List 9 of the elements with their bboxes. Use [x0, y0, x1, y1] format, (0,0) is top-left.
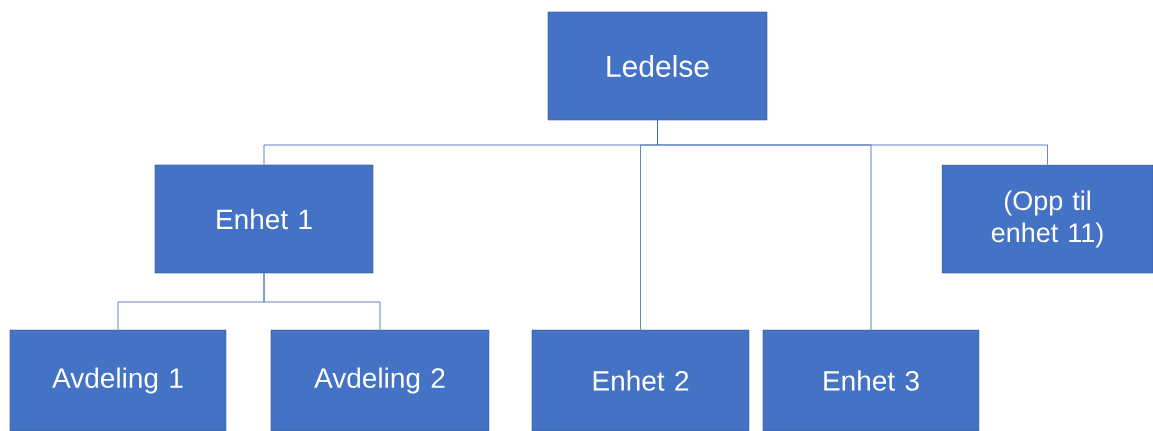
- org-box: Enhet 1: [154, 164, 374, 274]
- org-box: Avdeling 2: [270, 329, 490, 431]
- org-box: Enhet 3: [762, 329, 980, 431]
- connector-line: [263, 272, 381, 331]
- org-box: Avdeling 1: [9, 329, 227, 431]
- org-box: (Opp til enhet 11): [941, 164, 1153, 274]
- connector-line: [657, 119, 1048, 166]
- org-box: Enhet 2: [531, 329, 750, 431]
- org-box: Ledelse: [547, 11, 768, 121]
